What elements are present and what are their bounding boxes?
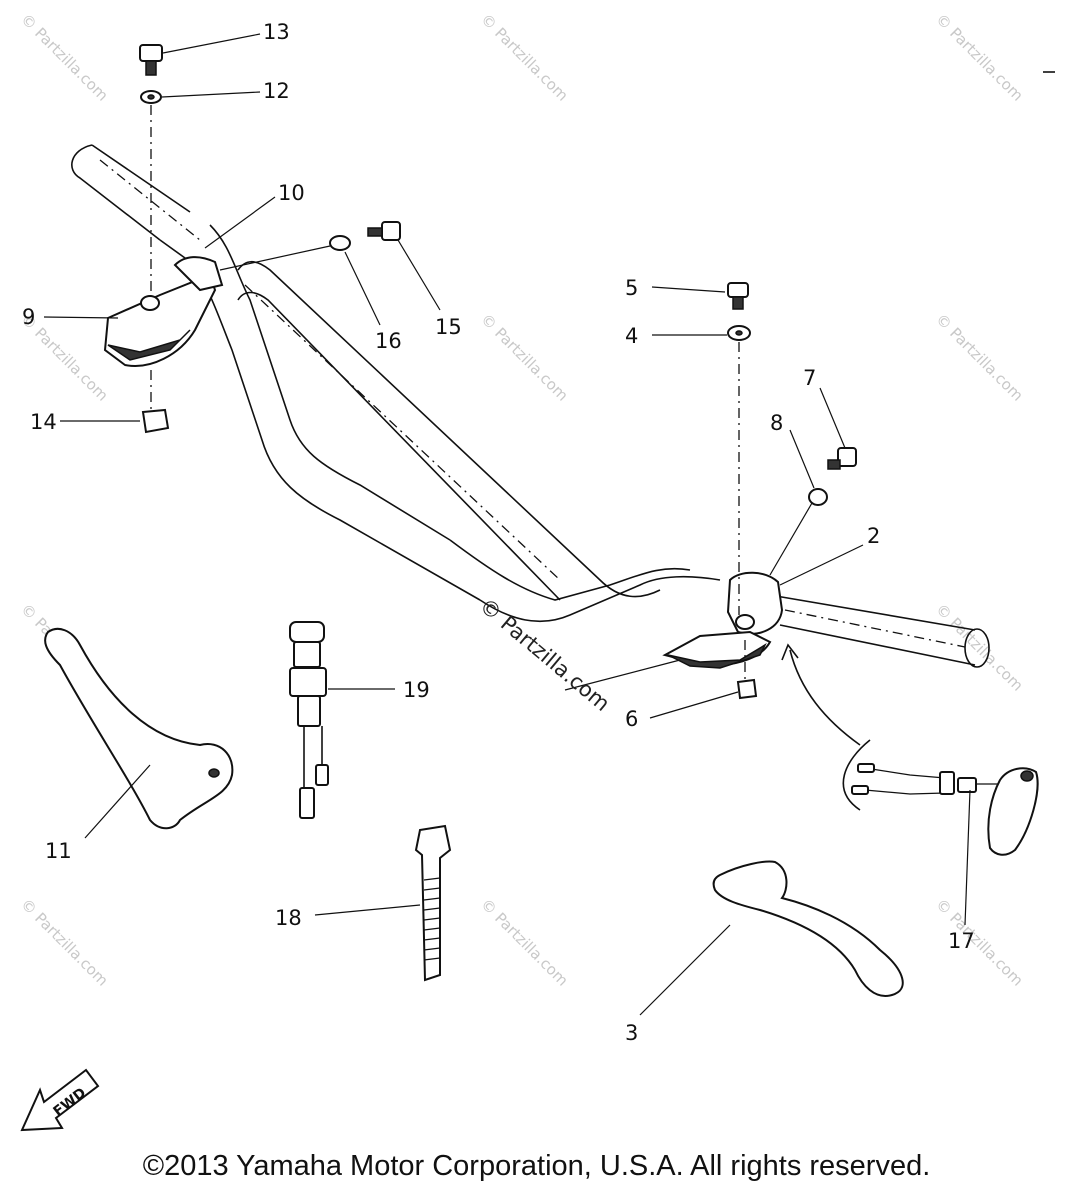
watermark-center: © Partzilla.com [475, 593, 615, 716]
callout-19: 19 [403, 678, 430, 702]
watermark: © Partzilla.com [932, 600, 1027, 695]
watermark: © Partzilla.com [17, 10, 112, 105]
callout-15: 15 [435, 315, 462, 339]
leader-lines [43, 33, 971, 1016]
watermark: © Partzilla.com [477, 10, 572, 105]
callout-13: 13 [263, 20, 290, 44]
callout-11: 11 [45, 839, 72, 863]
callout-5: 5 [625, 276, 638, 300]
main-switch [289, 621, 329, 819]
bolt-7 [827, 447, 857, 470]
callouts: 13 12 10 9 16 15 14 5 4 7 8 2 6 19 11 18… [22, 20, 975, 1045]
callout-2: 2 [867, 524, 880, 548]
left-lever [44, 627, 234, 830]
callout-16: 16 [375, 329, 402, 353]
washer-12 [140, 90, 162, 104]
callout-7: 7 [803, 366, 816, 390]
fwd-arrow: FWD [20, 1068, 100, 1132]
handlebar [71, 144, 990, 668]
watermark: © Partzilla.com [477, 895, 572, 990]
washer-8 [808, 488, 828, 506]
nut-14 [141, 408, 170, 434]
right-handlebar-holder [662, 571, 784, 669]
left-handlebar-holder [103, 256, 224, 367]
copyright-notice: ©2013 Yamaha Motor Corporation, U.S.A. A… [142, 1150, 931, 1182]
callout-8: 8 [770, 411, 783, 435]
watermark: © Partzilla.com [932, 10, 1027, 105]
callout-3: 3 [625, 1021, 638, 1045]
washer-4 [727, 325, 751, 341]
band [414, 824, 452, 982]
bolt-13 [139, 44, 163, 76]
install-arrow [781, 643, 861, 746]
bolt-15 [367, 221, 401, 241]
watermark: © Partzilla.com [932, 895, 1027, 990]
callout-14: 14 [30, 410, 57, 434]
bolt-5 [727, 282, 749, 310]
callout-4: 4 [625, 324, 638, 348]
nut-6 [736, 678, 758, 700]
watermark: © Partzilla.com [477, 310, 572, 405]
callout-18: 18 [275, 906, 302, 930]
callout-17: 17 [948, 929, 975, 953]
assembly-lines [150, 105, 746, 680]
callout-9: 9 [22, 305, 35, 329]
watermark: © Partzilla.com [932, 310, 1027, 405]
watermark-grid: © Partzilla.com © Partzilla.com © Partzi… [17, 10, 1027, 990]
watermark: © Partzilla.com [17, 895, 112, 990]
handlebar-switch [842, 739, 1039, 856]
washer-16 [329, 235, 351, 251]
callout-12: 12 [263, 79, 290, 103]
callout-10: 10 [278, 181, 305, 205]
right-lever [712, 860, 904, 997]
callout-6: 6 [625, 707, 638, 731]
